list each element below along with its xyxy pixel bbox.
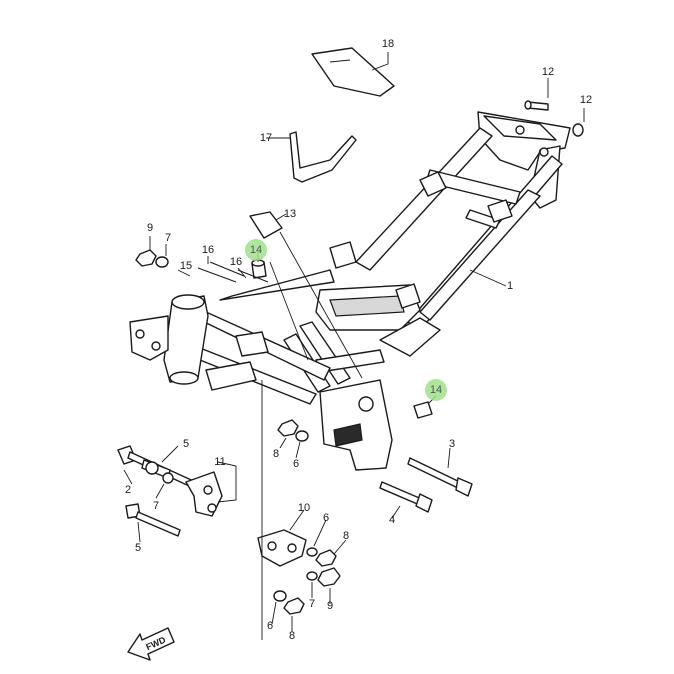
- callout-7b: 7: [153, 500, 159, 512]
- callout-5a: 5: [183, 438, 189, 450]
- callout-12b: 12: [580, 94, 592, 106]
- main-frame: [129, 111, 571, 471]
- callout-11: 11: [214, 456, 225, 468]
- bolt-3: [407, 457, 473, 497]
- callout-14b: 14: [430, 384, 442, 396]
- callout-labels: 18 12 12 17 13 14 9 7 16 16 15 1 14 5 2 …: [125, 38, 592, 642]
- callout-16a: 16: [202, 244, 214, 256]
- callout-6b: 6: [323, 512, 329, 524]
- highlight-14a: [245, 239, 267, 261]
- callout-7a: 7: [165, 232, 171, 244]
- bolt-4: [379, 481, 433, 513]
- callout-5b: 5: [135, 542, 141, 554]
- callout-7c: 7: [309, 598, 315, 610]
- callout-14a: 14: [250, 244, 262, 256]
- callout-17: 17: [260, 132, 272, 144]
- callout-1: 1: [507, 280, 513, 292]
- small-bracket-part: [249, 211, 283, 239]
- washer-6c: [273, 590, 287, 602]
- callout-2: 2: [125, 484, 131, 496]
- callout-13: 13: [284, 208, 296, 220]
- callout-18: 18: [382, 38, 394, 50]
- callout-16b: 16: [230, 256, 242, 268]
- bolt-12a: [524, 100, 549, 111]
- callout-9a: 9: [147, 222, 153, 234]
- washer-6b: [306, 547, 318, 557]
- nut-8c: [283, 597, 305, 615]
- washer-7c: [306, 571, 318, 581]
- washer-7b: [162, 472, 174, 484]
- nut-8a: [277, 419, 299, 437]
- seat-cover-part: [311, 47, 395, 97]
- callout-6a: 6: [293, 458, 299, 470]
- nut-9a: [135, 249, 157, 267]
- callout-12a: 12: [542, 66, 554, 78]
- bracket-part: [289, 131, 357, 183]
- callout-6c: 6: [267, 620, 273, 632]
- nut-8b: [315, 549, 337, 567]
- fwd-arrow-icon: FWD: [127, 627, 175, 661]
- washer-7a: [155, 256, 169, 268]
- bolt-5b: [125, 503, 181, 537]
- bracket-10: [257, 529, 307, 567]
- grommet-14b: [413, 401, 433, 419]
- engine-bracket-11: [185, 471, 223, 517]
- callout-9b: 9: [327, 600, 333, 612]
- grommet-14a: [251, 259, 267, 279]
- washer-6a: [295, 430, 309, 442]
- callout-8b: 8: [343, 530, 349, 542]
- callout-8a: 8: [273, 448, 279, 460]
- callout-15: 15: [180, 260, 192, 272]
- bolt-12b: [572, 123, 584, 137]
- bolt-5a: [141, 459, 171, 479]
- callout-4: 4: [389, 514, 395, 526]
- callout-3: 3: [449, 438, 455, 450]
- nut-9b: [317, 567, 341, 587]
- callout-10: 10: [298, 502, 310, 514]
- callout-8c: 8: [289, 630, 295, 642]
- highlight-14b: [425, 379, 447, 401]
